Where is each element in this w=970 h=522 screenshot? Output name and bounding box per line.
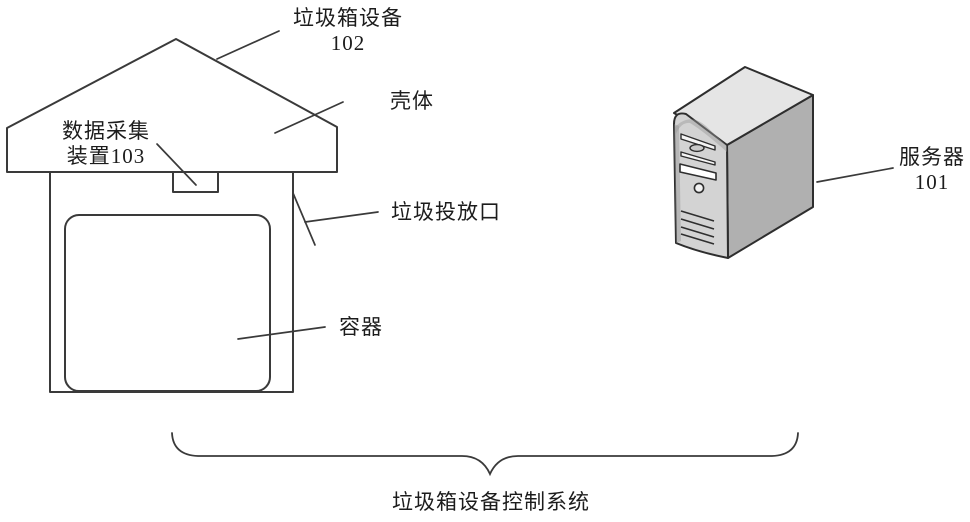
leader-housing xyxy=(274,101,344,134)
server-slot-2 xyxy=(680,151,716,166)
leader-bin-device xyxy=(216,30,280,60)
label-server: 服务器 101 xyxy=(899,145,965,195)
server-oval-button xyxy=(689,143,705,153)
server-floppy-bay xyxy=(679,163,717,181)
label-server-text: 服务器 xyxy=(899,145,965,169)
bin-container xyxy=(64,214,271,392)
system-brace xyxy=(171,432,799,477)
server-power-button xyxy=(693,182,705,194)
leader-data-collection xyxy=(156,143,197,186)
bin-roof-housing xyxy=(6,38,338,173)
leader-lines xyxy=(156,30,894,340)
leader-container xyxy=(237,326,326,340)
leader-opening-tick xyxy=(292,192,316,246)
label-data-collection: 数据采集 装置103 xyxy=(62,119,150,169)
server-left-edge-shading xyxy=(674,124,681,243)
server-vents xyxy=(680,210,715,245)
label-container: 容器 xyxy=(339,315,383,339)
server-front-shading xyxy=(675,119,727,152)
server-slot-1 xyxy=(680,133,716,151)
leader-opening xyxy=(304,211,379,223)
server-icon xyxy=(673,66,814,259)
leader-server xyxy=(816,167,894,183)
label-bin-device-text: 垃圾箱设备 xyxy=(293,6,403,30)
label-housing: 壳体 xyxy=(390,89,434,113)
label-server-ref: 101 xyxy=(914,170,950,194)
label-opening: 垃圾投放口 xyxy=(391,200,501,224)
label-bin-device-ref: 102 xyxy=(330,31,366,55)
label-bin-device: 垃圾箱设备 102 xyxy=(293,6,403,56)
label-data-collection-text: 数据采集 xyxy=(62,119,150,143)
label-data-collection-ref: 装置103 xyxy=(66,144,146,168)
data-collection-device-box xyxy=(172,171,219,193)
label-system: 垃圾箱设备控制系统 xyxy=(392,490,590,514)
trash-bin-icon xyxy=(6,38,338,393)
